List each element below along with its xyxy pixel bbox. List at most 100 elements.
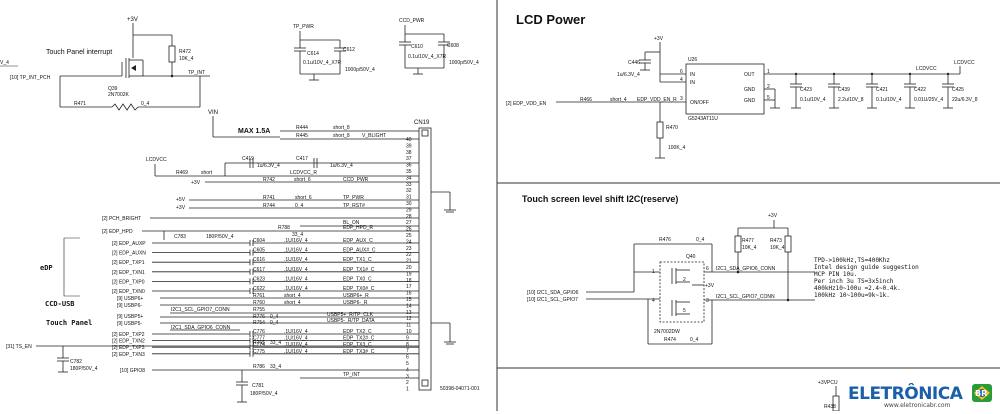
edp-aux-port: [2] EDP_TXN1 — [112, 270, 145, 276]
r741-value: short_6 — [295, 195, 312, 201]
cn19-pin-40: 40 — [406, 137, 412, 143]
r473-value: 10K_4 — [770, 245, 785, 251]
usbp5p-port: [9] USBP5+ — [117, 314, 143, 320]
edp-aux-port: [2] EDP_TXN0 — [112, 289, 145, 295]
supply-3v-label: +3V — [127, 17, 138, 23]
edp-vdd-en-r-net: EDP_VDD_EN_R — [637, 97, 677, 103]
q40-part: 2N7002DW — [654, 329, 680, 335]
r754-value: 0_4 — [270, 320, 279, 326]
cn19-pin-28: 28 — [406, 214, 412, 220]
r788-value: 33_4 — [292, 232, 303, 238]
ls-scl-conn-net: I2C1_SCL_GPIO7_CONN — [716, 294, 775, 300]
edp-section-label: eDP — [40, 264, 53, 272]
cn19-pin-25: 25 — [406, 233, 412, 239]
lcdvcc-label: LCDVCC — [146, 157, 167, 163]
cn19-pin-19: 19 — [406, 271, 412, 277]
edp-aux-net: EDP_TX0_C — [343, 276, 372, 282]
watermark-url: www.eletronicabr.com — [884, 402, 951, 409]
r472-resistor — [168, 45, 176, 63]
edp-hpd-port: [2] EDP_HPD — [102, 229, 133, 235]
ls-p3v-small: +3V — [705, 283, 715, 289]
cn19-pin-16: 16 — [406, 291, 412, 297]
c614-ref: C614 — [307, 51, 319, 57]
ls-scl-port: [10] I2C1_SCL_GPIO7 — [527, 297, 578, 303]
lcd-cap-value: 0.01U/25V_4 — [914, 97, 943, 103]
c610-value: 0.1u/10V_4_X7R — [408, 54, 446, 60]
tp-int-pch-port: [10] TP_INT_PCH — [10, 75, 51, 81]
note-line: TPD->100kHz,TS=400Khz — [814, 257, 890, 264]
pin-number: 6 — [706, 266, 709, 272]
cn19-pin-36: 36 — [406, 163, 412, 169]
p3v-a-label: +3V — [191, 180, 201, 186]
note-line: Intel design guide suggestion — [814, 264, 919, 271]
lcd-cap-value: 2.2u/10V_8 — [838, 97, 864, 103]
lcdvcc-out-label2: LCDVCC — [916, 66, 937, 72]
cn19-pin-27: 27 — [406, 220, 412, 226]
edp-aux-port: [2] EDP_AUXN — [112, 251, 146, 257]
edp-tx2-cap-ref: C776 — [253, 329, 265, 335]
r472-value: 10K_4 — [179, 56, 194, 62]
tp-int-net: TP_INT — [188, 70, 205, 76]
edp-aux-cap-ref: C605 — [253, 248, 265, 254]
tp-pwr-caps: TP_PWR C614 0.1u/10V_4_X7R C612 1000p/50… — [293, 24, 375, 81]
edp-tx2-cap-value: .1U/16V_4 — [284, 329, 308, 335]
ls-sda-conn-net: I2C1_SDA_GPIO6_CONN — [716, 266, 776, 272]
pin-number: 1 — [767, 69, 770, 75]
cn19-pin-11: 11 — [406, 323, 411, 329]
note-line: MCP PIN 10u. — [814, 271, 857, 278]
cn19-pin-18: 18 — [406, 278, 412, 284]
r788-ref: R788 — [278, 225, 290, 231]
r765-ref: R765 — [253, 340, 265, 346]
u26-pin-gnd1: GND — [744, 87, 756, 93]
r742-value: short_6 — [294, 177, 311, 183]
pin-number: 5 — [683, 308, 686, 314]
lcd-cap-value: 0.1u/10V_4 — [876, 97, 902, 103]
r438-ref: R438 — [824, 404, 836, 410]
usbp5-data-net: USBP5-_R/TP_DATA — [327, 318, 375, 324]
lcd-cap-value: 22u/6.3V_8 — [952, 97, 978, 103]
ccd-pwr-net: CCD_PWR — [399, 18, 425, 24]
cn19-pin-column: 4039383736353433323130292827262524232221… — [406, 137, 412, 393]
usb-net: USBP6-_R — [343, 300, 368, 306]
usb-port: [9] USBP6+ — [117, 296, 143, 302]
edp-tx2-net: EDP_TX3#_C — [343, 349, 375, 355]
r744-value: 0_4 — [295, 203, 304, 209]
usbp5n-port: [9] USBP5- — [117, 321, 142, 327]
p3vpcu-label: +3VPCU — [818, 380, 838, 386]
edp-aux-cap-value: .1U/16V_4 — [284, 276, 308, 282]
q39-part: 2N7002K — [108, 92, 130, 98]
edp-aux-cap-value: .1U/16V_4 — [284, 257, 308, 263]
cn19-pin-39: 39 — [406, 143, 412, 149]
cn19-pin-2: 2 — [406, 380, 409, 386]
edp-tx2-cap-ref: C775 — [253, 349, 265, 355]
cn19-pin-37: 37 — [406, 156, 412, 162]
i2c-scl-conn-net: I2C1_SCL_GPIO7_CONN — [171, 307, 230, 313]
cn19-part: 50398-04071-001 — [440, 386, 480, 392]
r444-ref: R444 — [296, 125, 308, 131]
edp-hpd-r-net: EDP_HPD_R — [343, 225, 373, 231]
cn19-pin-33: 33 — [406, 182, 412, 188]
cn19-pin-24: 24 — [406, 239, 412, 245]
lcd-cap-ref: C422 — [914, 87, 926, 93]
cn19-pin-7: 7 — [406, 348, 409, 354]
max-current-label: MAX 1.5A — [238, 128, 270, 135]
lcd-power-block: LCD Power +3V C446 1u/6.3V_4 [2] EDP_VDD… — [506, 12, 978, 159]
r466-value: short_4 — [610, 97, 627, 103]
cn19-pin-10: 10 — [406, 329, 412, 335]
edp-tx2-cap-value: .1U/16V_4 — [284, 349, 308, 355]
edp-aux-net: EDP_AUX#_C — [343, 248, 376, 254]
vin-label: VIN — [208, 110, 218, 116]
ccd-pwr-conn-net: CCD_PWR — [343, 177, 369, 183]
c417-ref: C417 — [296, 156, 308, 162]
edp-aux-port: [2] EDP_AUXP — [112, 241, 146, 247]
lcdvcc-r-net: LCDVCC_R — [290, 170, 317, 176]
cn19-pin-22: 22 — [406, 252, 412, 258]
edp-tx2-net: EDP_TX2#_C — [343, 336, 375, 342]
cn19-pin-30: 30 — [406, 201, 412, 207]
c781-ref: C781 — [252, 383, 264, 389]
r474-value: 0_4 — [690, 337, 699, 343]
i2c-sda-conn-net: I2C1_SDA_GPIO6_CONN — [171, 325, 231, 331]
cn19-pin-14: 14 — [406, 303, 412, 309]
